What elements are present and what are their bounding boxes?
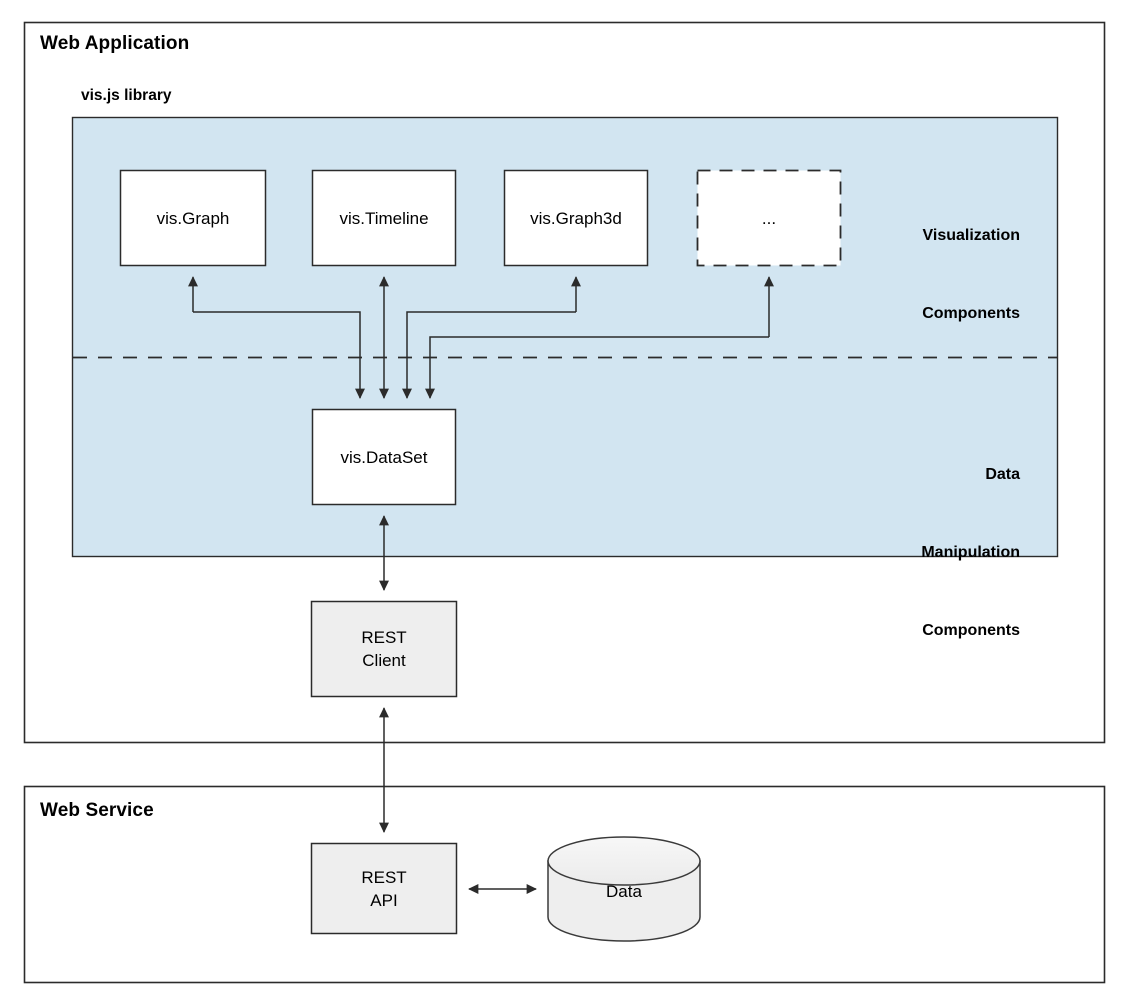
rest-client-label: REST Client (311, 626, 457, 672)
vis-graph3d-box[interactable] (503, 169, 649, 267)
vis-timeline-box[interactable] (311, 169, 457, 267)
more-components-label: ... (761, 208, 777, 228)
data-store-label-wrap: Data (548, 861, 700, 921)
more-components-label-wrap: ... (697, 170, 841, 266)
vis-timeline-label-wrap: vis.Timeline (312, 170, 456, 266)
connector-more-components-dataset (425, 276, 774, 399)
rest-client-box[interactable] (310, 600, 458, 698)
data-manipulation-caption-line-1: Data (985, 466, 1020, 483)
rest-client-label-line-2: Client (362, 651, 406, 670)
vis-graph3d-label-wrap: vis.Graph3d (504, 170, 648, 266)
connector-vis-graph-dataset (188, 276, 365, 399)
connector-vis-graph3d-dataset (402, 276, 581, 399)
vis-dataset-label: vis.DataSet (340, 447, 428, 467)
rest-api-label-line-2: API (370, 890, 398, 910)
data-manipulation-caption-line-2: Manipulation (921, 544, 1020, 561)
web-service-title: Web Service (40, 800, 154, 821)
data-store-cylinder[interactable] (547, 836, 701, 942)
vis-dataset-box[interactable] (311, 408, 457, 506)
vis-timeline-label: vis.Timeline (339, 208, 429, 228)
more-components-box[interactable] (696, 169, 842, 267)
rest-api-label-wrap: REST API (311, 843, 457, 934)
vis-graph3d-label: vis.Graph3d (530, 208, 622, 228)
rest-api-label: REST API (311, 866, 457, 912)
rest-client-label-wrap: REST Client (311, 601, 457, 697)
rest-api-label-line-1: REST (361, 867, 407, 887)
data-store-label: Data (606, 881, 642, 901)
visualization-caption-line-1: Visualization (922, 227, 1020, 244)
visjs-library-label: vis.js library (81, 87, 172, 104)
vis-graph-label-wrap: vis.Graph (120, 170, 266, 266)
vis-graph-label: vis.Graph (156, 208, 230, 228)
web-application-title: Web Application (40, 33, 190, 54)
vis-dataset-label-wrap: vis.DataSet (312, 409, 456, 505)
rest-client-label-line-1: REST (361, 628, 407, 647)
data-manipulation-caption-line-3: Components (922, 622, 1020, 639)
vis-graph-box[interactable] (119, 169, 267, 267)
data-manipulation-components-caption: Data Manipulation Components (748, 410, 1020, 696)
rest-api-box[interactable] (310, 842, 458, 935)
visualization-components-caption: Visualization Components (748, 171, 1020, 379)
visualization-caption-line-2: Components (922, 305, 1020, 322)
